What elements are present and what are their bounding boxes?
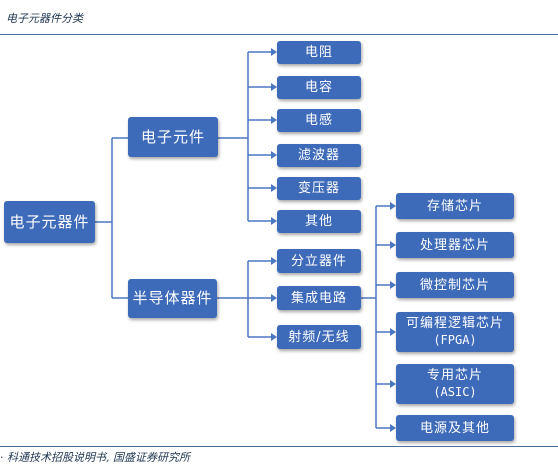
node-transformer: 变压器: [277, 177, 361, 200]
node-root: 电子元器件: [4, 201, 95, 243]
node-ic-label: 集成电路: [290, 290, 347, 306]
node-resistor-label: 电阻: [304, 45, 333, 60]
node-other-components-label: 其他: [304, 214, 333, 229]
node-capacitor-label: 电容: [304, 80, 333, 95]
node-fpga-chip-sublabel: (FPGA): [433, 333, 477, 347]
node-inductor: 电感: [277, 109, 361, 132]
node-asic-chip-label: 专用芯片: [426, 368, 483, 383]
node-mcu-chip-label: 微控制芯片: [419, 277, 490, 293]
node-fpga-chip: 可编程逻辑芯片 (FPGA): [396, 312, 514, 352]
node-components: 电子元件: [128, 117, 218, 157]
bottom-rule: [0, 446, 558, 447]
node-inductor-label: 电感: [304, 113, 333, 128]
node-asic-chip-sublabel: (ASIC): [433, 385, 477, 399]
top-rule: [0, 34, 558, 35]
node-filter: 滤波器: [277, 144, 361, 167]
node-rf-label: 射频/无线: [288, 329, 350, 345]
node-other-components: 其他: [277, 210, 361, 233]
figure-title: 电子元器件分类: [6, 12, 83, 25]
figure-source: · 科通技术招股说明书, 国盛证券研究所: [0, 451, 190, 464]
node-filter-label: 滤波器: [297, 148, 340, 163]
node-semiconductors: 半导体器件: [128, 279, 217, 318]
node-transformer-label: 变压器: [297, 181, 340, 196]
node-asic-chip: 专用芯片 (ASIC): [396, 364, 514, 404]
node-memory-chip: 存储芯片: [396, 193, 514, 219]
node-rf: 射频/无线: [277, 325, 361, 349]
node-resistor: 电阻: [277, 41, 361, 64]
node-power-other-chip-label: 电源及其他: [419, 420, 490, 436]
node-processor-chip: 处理器芯片: [396, 232, 514, 258]
node-discrete-label: 分立器件: [290, 253, 347, 269]
node-semiconductors-label: 半导体器件: [132, 289, 213, 307]
node-mcu-chip: 微控制芯片: [396, 272, 514, 298]
node-root-label: 电子元器件: [9, 212, 90, 231]
node-capacitor: 电容: [277, 76, 361, 99]
node-memory-chip-label: 存储芯片: [426, 198, 483, 214]
node-power-other-chip: 电源及其他: [396, 415, 514, 441]
node-fpga-chip-label: 可编程逻辑芯片: [405, 316, 504, 331]
node-components-label: 电子元件: [140, 127, 205, 146]
node-processor-chip-label: 处理器芯片: [419, 237, 490, 253]
node-discrete: 分立器件: [277, 249, 361, 273]
node-ic: 集成电路: [277, 286, 361, 310]
